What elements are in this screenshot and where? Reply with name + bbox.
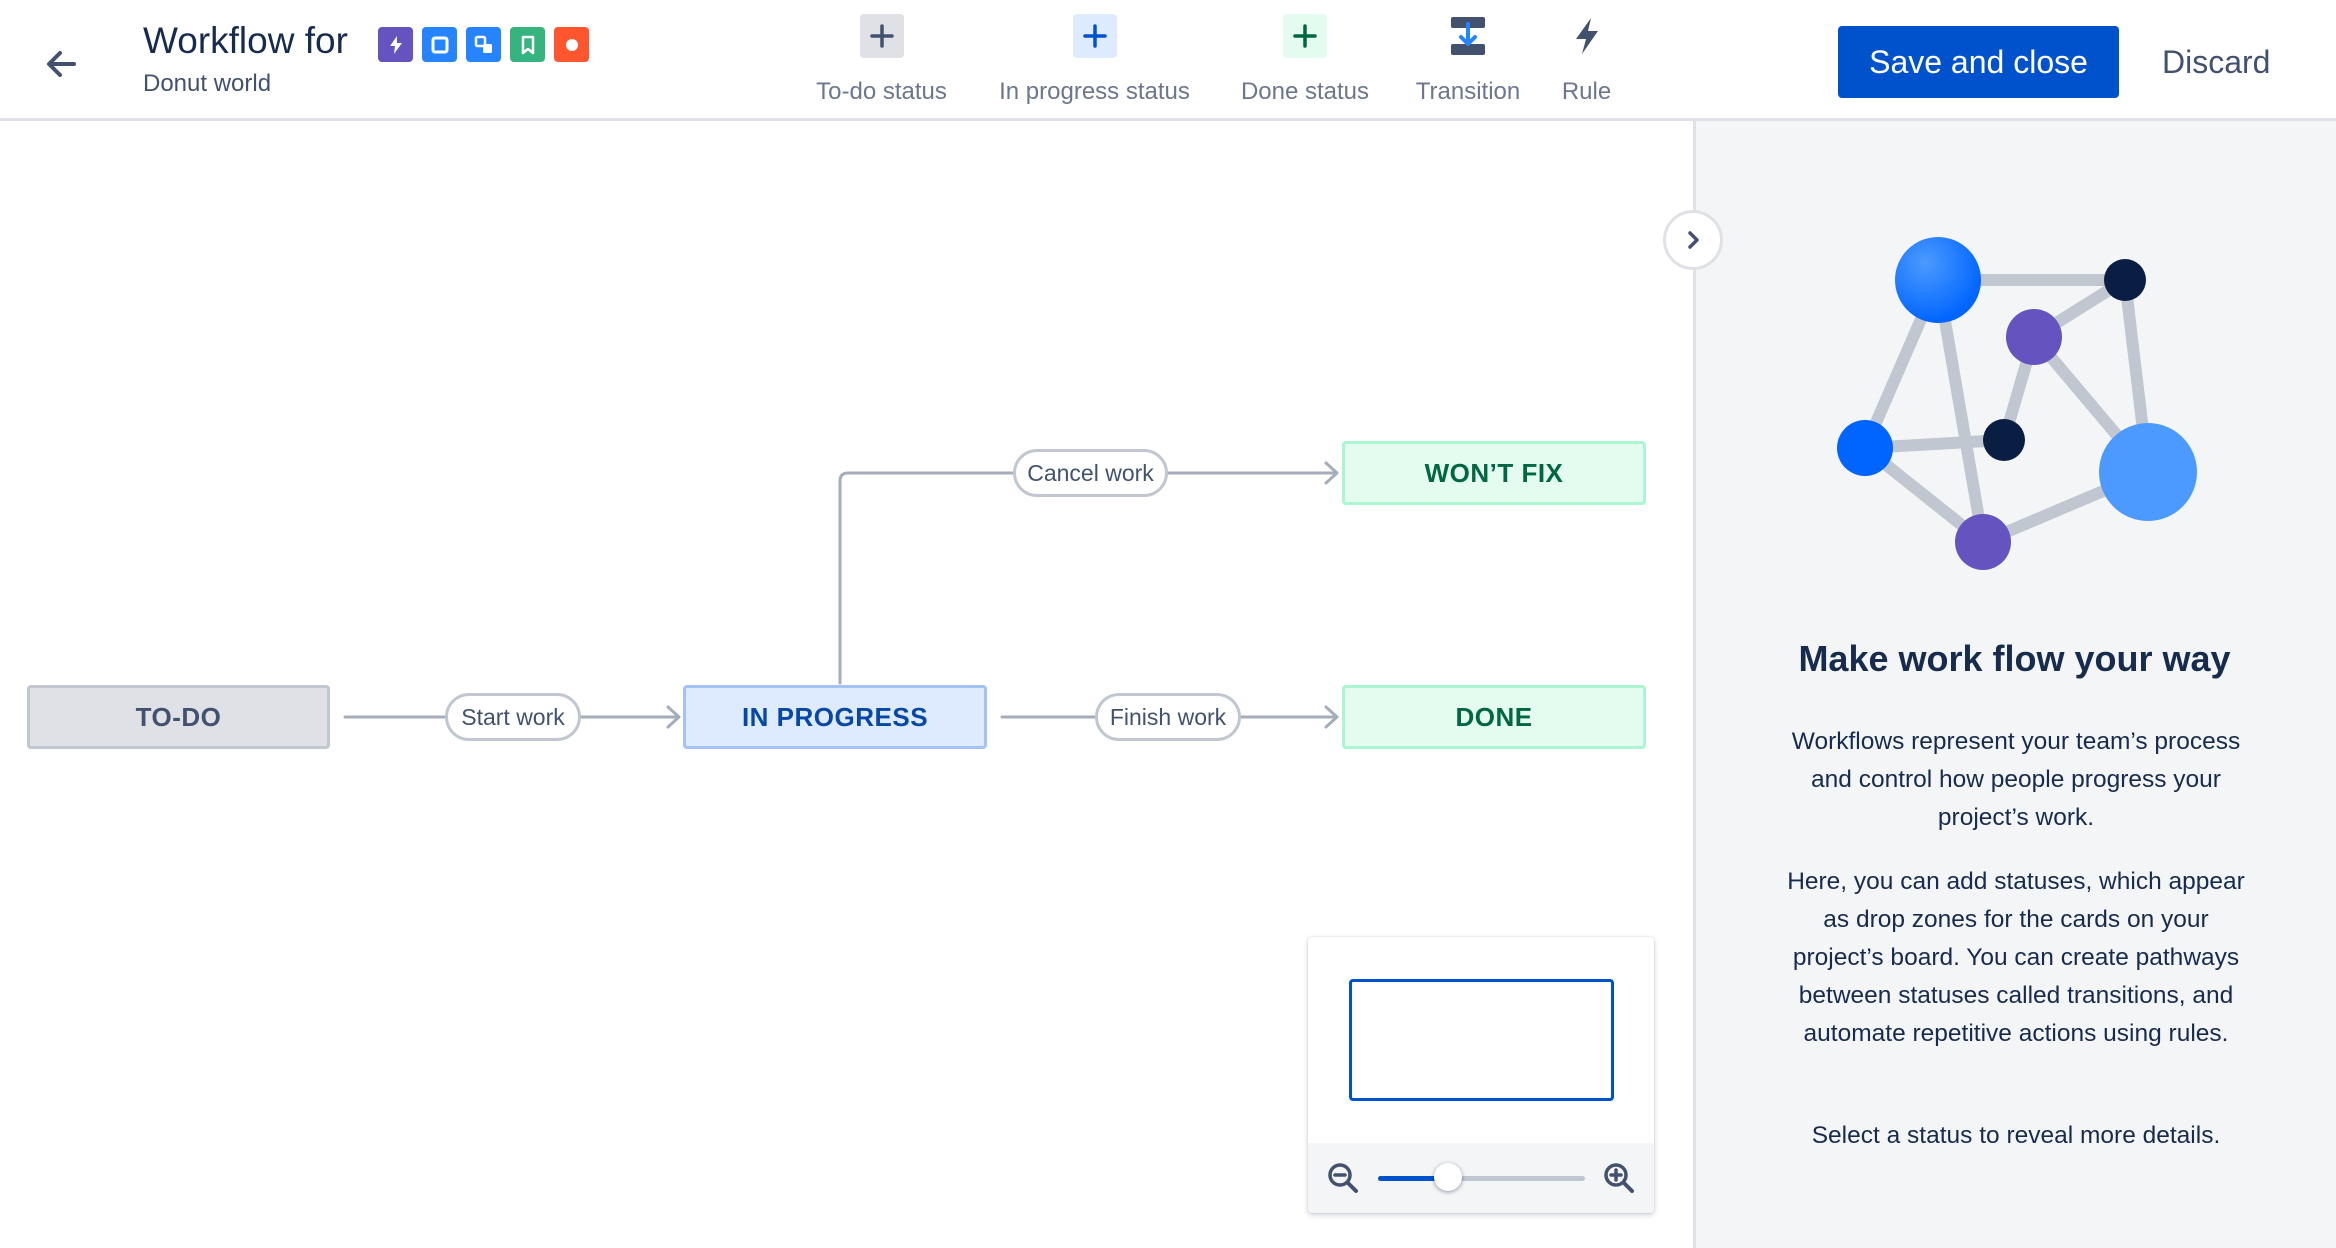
- zoom-out-button[interactable]: [1325, 1160, 1361, 1196]
- lightning-icon: [378, 27, 413, 62]
- transition-finish-work[interactable]: Finish work: [1095, 693, 1241, 741]
- transition-cancel-work[interactable]: Cancel work: [1013, 449, 1168, 497]
- start-work-arrowhead: [666, 705, 681, 729]
- panel-paragraph-2: Here, you can add statuses, which appear…: [1787, 868, 2245, 1047]
- issue-type-icons: [378, 27, 589, 62]
- minimap: [1308, 937, 1654, 1213]
- discard-button[interactable]: Discard: [2162, 44, 2271, 80]
- record-icon: [554, 27, 589, 62]
- square-icon: [422, 27, 457, 62]
- zoom-slider-thumb[interactable]: [1434, 1163, 1463, 1191]
- cancel-work-line: [838, 471, 1338, 685]
- panel-paragraph-3: Select a status to reveal more details.: [1811, 1122, 2221, 1149]
- panel-paragraph-1: Workflows represent your team’s process …: [1791, 728, 2241, 831]
- done-status-label: Done status: [1240, 78, 1370, 105]
- transition-icon: [1446, 14, 1490, 58]
- zoom-in-icon: [1604, 1163, 1634, 1193]
- zoom-controls: [1308, 1143, 1654, 1213]
- back-button[interactable]: [38, 40, 86, 88]
- page-title: Workflow for: [143, 20, 348, 61]
- status-wont-fix[interactable]: WON’T FIX: [1342, 441, 1646, 505]
- header: Workflow for Donut world To-do status In…: [0, 0, 2336, 121]
- plus-icon: [1283, 14, 1327, 58]
- status-done[interactable]: DONE: [1342, 685, 1646, 749]
- add-done-status-button[interactable]: Done status: [1235, 14, 1375, 114]
- transition-label: Transition: [1415, 78, 1521, 105]
- status-todo[interactable]: TO-DO: [27, 685, 330, 749]
- transition-start-work[interactable]: Start work: [445, 693, 581, 741]
- project-name: Donut world: [143, 70, 272, 97]
- zoom-in-button[interactable]: [1601, 1160, 1637, 1196]
- zoom-slider-fill: [1378, 1176, 1449, 1181]
- collapse-panel-button[interactable]: [1663, 210, 1723, 270]
- arrow-left-icon: [47, 51, 76, 77]
- add-in-progress-status-button[interactable]: In progress status: [991, 14, 1198, 114]
- add-todo-status-button[interactable]: To-do status: [808, 14, 955, 114]
- plus-icon: [1072, 14, 1117, 58]
- add-transition-button[interactable]: Transition: [1410, 14, 1526, 114]
- panel-title: Make work flow your way: [1798, 638, 2231, 679]
- bookmark-icon: [510, 27, 545, 62]
- minimap-viewport[interactable]: [1349, 979, 1614, 1101]
- save-and-close-button[interactable]: Save and close: [1838, 26, 2119, 98]
- in-progress-status-label: In progress status: [999, 78, 1190, 105]
- subtask-icon: [466, 27, 501, 62]
- info-panel: [1693, 121, 2336, 1248]
- workflow-canvas[interactable]: TO-DO IN PROGRESS DONE WON’T FIX Start w…: [0, 121, 1693, 1248]
- status-in-progress[interactable]: IN PROGRESS: [683, 685, 987, 749]
- add-rule-button[interactable]: Rule: [1558, 14, 1615, 114]
- chevron-right-icon: [1688, 231, 1699, 249]
- rule-label: Rule: [1561, 78, 1612, 105]
- finish-work-arrowhead: [1324, 705, 1339, 729]
- plus-icon: [859, 14, 904, 58]
- zoom-slider[interactable]: [1378, 1163, 1585, 1191]
- todo-status-label: To-do status: [816, 78, 947, 105]
- cancel-work-arrowhead: [1324, 461, 1339, 485]
- workflow-network-illustration: [1837, 237, 2197, 570]
- zoom-out-icon: [1328, 1163, 1358, 1193]
- lightning-icon: [1565, 14, 1609, 58]
